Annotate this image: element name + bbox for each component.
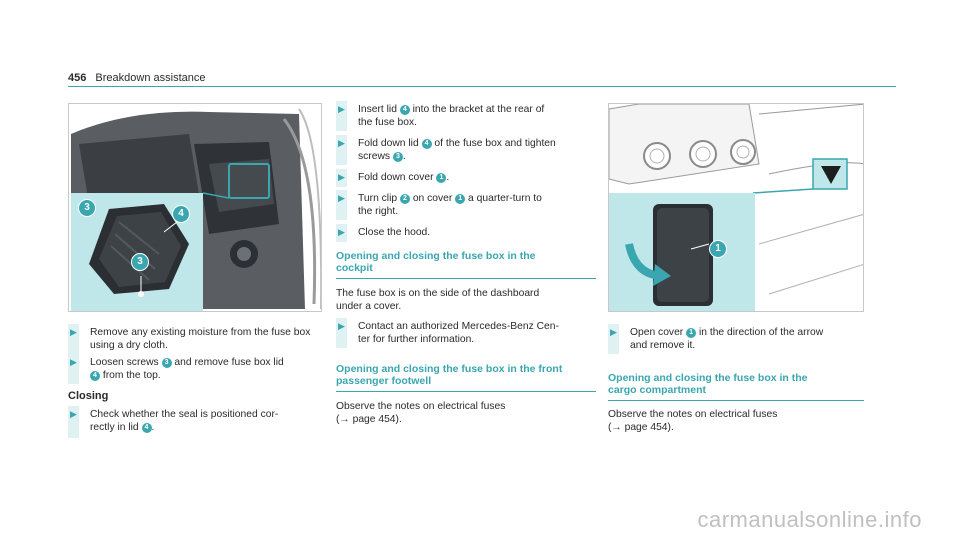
ref-number-badge: 1 xyxy=(436,173,447,183)
ref-number-badge: 3 xyxy=(161,358,172,368)
step-arrow-icon: ▶ xyxy=(338,138,345,148)
step-arrow-icon: ▶ xyxy=(338,172,345,182)
ref-number-badge: 4 xyxy=(421,139,432,149)
step-arrow-icon: ▶ xyxy=(70,409,77,419)
step-arrow-icon: ▶ xyxy=(338,321,345,331)
heading-front-footwell: Opening and closing the fuse box in the … xyxy=(336,363,596,392)
footwell-illustration xyxy=(609,104,863,311)
step-insert-lid: ▶ Insert lid 4 into the bracket at the r… xyxy=(336,101,596,131)
step-open-cover: ▶ Open cover 1 in the direction of the a… xyxy=(608,324,866,354)
paragraph-front-footwell: Observe the notes on electrical fuses (→… xyxy=(336,400,596,426)
step-turn-clip: ▶ Turn clip 2 on cover 1 a quarter-turn … xyxy=(336,190,596,220)
step-check-seal: ▶ Check whether the seal is positioned c… xyxy=(68,406,322,438)
footwell-figure: 1 xyxy=(608,103,864,312)
step-contact-center: ▶ Contact an authorized Mercedes-Benz Ce… xyxy=(336,318,596,348)
step-arrow-icon: ▶ xyxy=(338,104,345,114)
step-fold-down-lid: ▶ Fold down lid 4 of the fuse box and ti… xyxy=(336,135,596,165)
watermark: carmanualsonline.info xyxy=(697,507,922,532)
step-fold-down-cover: ▶ Fold down cover 1. xyxy=(336,169,596,187)
paragraph-cargo: Observe the notes on electrical fuses (→… xyxy=(608,408,864,434)
callout-lid-4: 4 xyxy=(172,205,190,223)
page-number: 456 xyxy=(68,72,87,84)
step-arrow-icon: ▶ xyxy=(610,327,617,337)
heading-cockpit: Opening and closing the fuse box in the … xyxy=(336,250,596,279)
paragraph-cockpit: The fuse box is on the side of the dashb… xyxy=(336,288,540,312)
ref-number-badge: 4 xyxy=(141,423,152,433)
step-loosen-screws: ▶ Loosen screws 3 and remove fuse box li… xyxy=(68,354,322,384)
callout-cover-1: 1 xyxy=(709,240,727,258)
ref-number-badge: 4 xyxy=(90,371,100,381)
step-arrow-icon: ▶ xyxy=(338,193,345,203)
step-close-hood: ▶ Close the hood. xyxy=(336,224,596,242)
closing-heading: Closing xyxy=(68,390,109,402)
step-arrow-icon: ▶ xyxy=(338,227,345,237)
step-arrow-icon: ▶ xyxy=(70,327,77,337)
ref-number-badge: 1 xyxy=(455,194,466,204)
ref-number-badge: 2 xyxy=(399,194,410,204)
heading-cargo: Opening and closing the fuse box in the … xyxy=(608,372,864,401)
step-arrow-icon: ▶ xyxy=(70,357,77,367)
ref-number-badge: 1 xyxy=(686,328,697,338)
step-remove-moisture: ▶ Remove any existing moisture from the … xyxy=(68,324,322,356)
page-reference-link[interactable]: (→ page 454). xyxy=(336,414,402,425)
engine-compartment-illustration xyxy=(69,104,321,311)
callout-screw-3-lower: 3 xyxy=(131,253,149,271)
engine-compartment-figure: 3 4 3 xyxy=(68,103,322,312)
header-rule xyxy=(68,86,896,87)
ref-number-badge: 4 xyxy=(399,105,410,115)
page-title: Breakdown assistance xyxy=(95,72,206,84)
page-reference-link[interactable]: (→ page 454). xyxy=(608,422,674,433)
callout-screw-3-upper: 3 xyxy=(78,199,96,217)
ref-number-badge: 3 xyxy=(392,152,403,162)
page-header: 456 Breakdown assistance xyxy=(68,72,205,84)
